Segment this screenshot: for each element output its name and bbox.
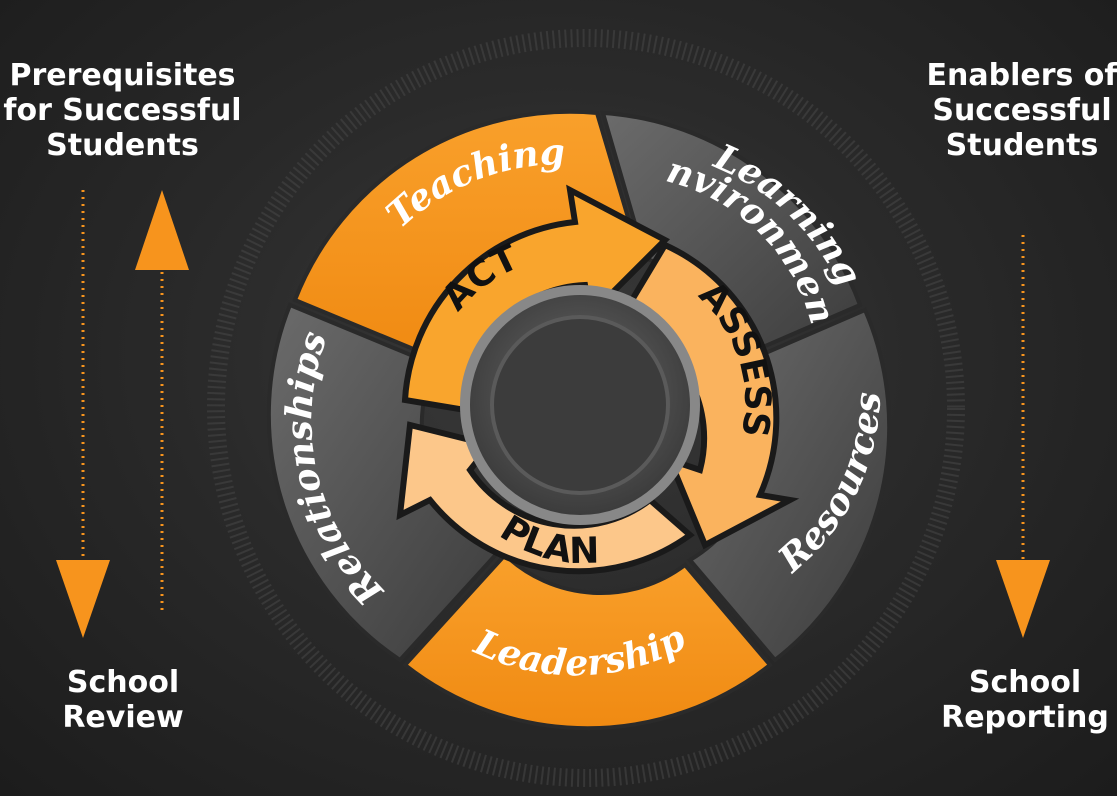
school-review-label: School Review	[38, 665, 208, 735]
prerequisites-line-1: Prerequisites	[9, 58, 236, 93]
down-arrow-icon	[56, 560, 110, 638]
enablers-line-2: Successful	[932, 93, 1112, 128]
school-reporting-line-2: Reporting	[941, 700, 1109, 735]
outer-wheel	[266, 109, 892, 731]
enablers-line-1: Enablers of	[926, 58, 1117, 93]
enablers-label: Enablers of Successful Students	[922, 58, 1117, 163]
hub-inner	[490, 315, 670, 495]
right-arrows	[996, 235, 1050, 638]
prerequisites-label: Prerequisites for Successful Students	[0, 58, 245, 163]
school-reporting-label: School Reporting	[935, 665, 1115, 735]
prerequisites-line-3: Students	[46, 128, 199, 163]
left-arrows	[56, 190, 189, 638]
enablers-line-3: Students	[945, 128, 1099, 163]
segment-leadership	[402, 552, 773, 731]
up-arrow-icon	[135, 190, 189, 270]
right-down-arrow-icon	[996, 560, 1050, 638]
hatched-ring	[207, 29, 965, 787]
inner-cycle	[396, 184, 800, 575]
school-review-line-2: Review	[62, 700, 184, 735]
school-reporting-line-1: School	[968, 665, 1082, 700]
school-review-line-1: School	[66, 665, 180, 700]
prerequisites-line-2: for Successful	[3, 93, 242, 128]
plan-arrow	[396, 421, 695, 575]
